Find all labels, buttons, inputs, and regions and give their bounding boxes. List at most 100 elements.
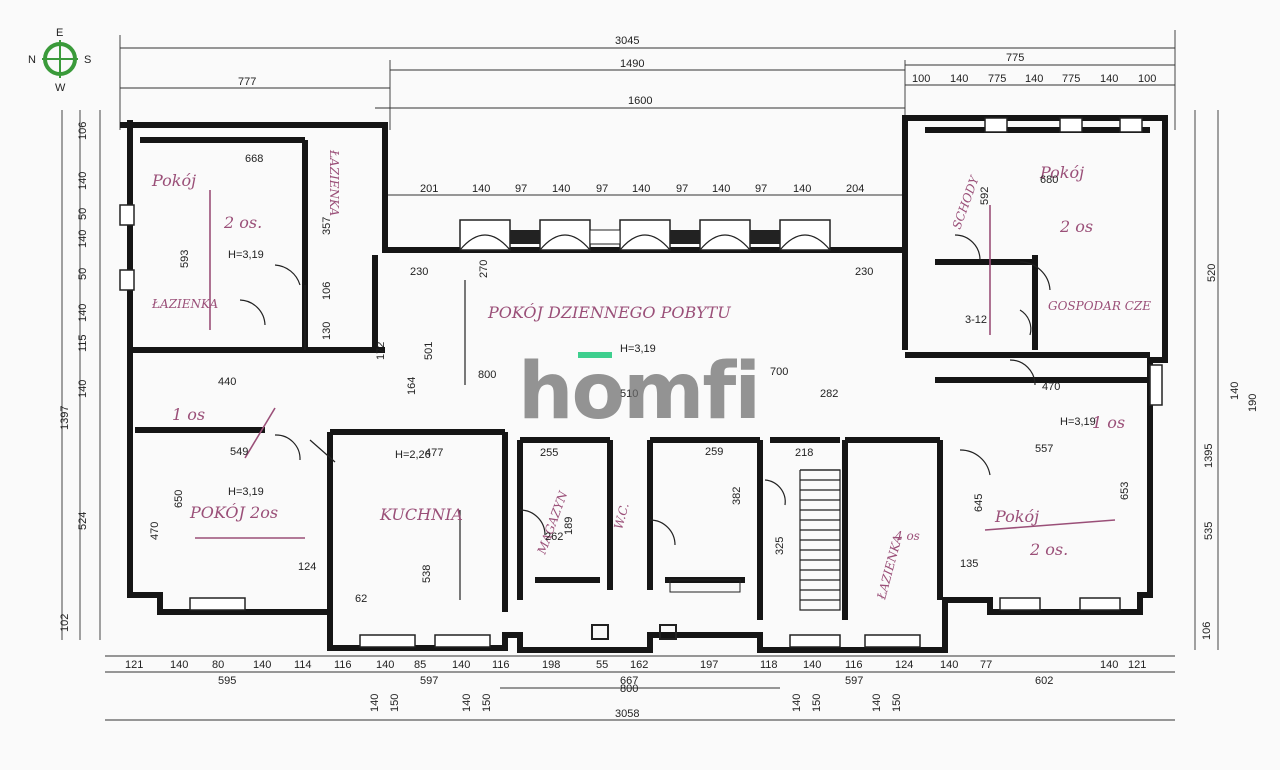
dim-bottom-row2: 597 [420, 675, 438, 687]
bottom-dimensions: 800 3058 [105, 655, 1175, 721]
dim-left-col: 140 [77, 230, 89, 248]
dim-total-top: 3045 [615, 35, 639, 47]
dim-interior: 230 [410, 266, 428, 278]
dim-window-row: 201 [420, 183, 438, 195]
dim-interior: 477 [425, 447, 443, 459]
label-pokoj-se: Pokój [994, 507, 1039, 526]
dim-left: 777 [238, 76, 256, 88]
dim-window-row: 140 [552, 183, 570, 195]
dim-bottom-row1: 140 [452, 659, 470, 671]
label-lazienka-nw: ŁAZIENKA [327, 149, 341, 217]
label-pokoj-e: 1 os [1092, 413, 1125, 432]
dim-interior: 262 [545, 531, 563, 543]
dim-interior: 440 [218, 376, 236, 388]
compass-w: W [55, 82, 66, 94]
dim-interior: 270 [478, 260, 490, 278]
dim-interior: 282 [820, 388, 838, 400]
dim-right-total: 775 [1006, 52, 1024, 64]
label-gospodarcze: GOSPODAR CZE [1048, 299, 1151, 313]
dim-window-row: 97 [676, 183, 688, 195]
dim-window-row: 97 [755, 183, 767, 195]
dim-right-col: 535 [1203, 522, 1215, 540]
dim-bottom-row1: 124 [895, 659, 913, 671]
homfi-logo: homfi [518, 347, 761, 437]
dim-interior: 653 [1119, 482, 1131, 500]
dim-sill: 150 [481, 694, 493, 712]
dim-interior: 470 [149, 522, 161, 540]
dim-left-col: 140 [77, 304, 89, 322]
dim-left-col: 102 [59, 614, 71, 632]
dim-interior: 470 [1042, 381, 1060, 393]
label-pokoj-ne-cap: 2 os [1059, 217, 1093, 236]
dim-bottom-row1: 198 [542, 659, 560, 671]
dim-sill: 140 [871, 694, 883, 712]
dim-bottom-row1: 197 [700, 659, 718, 671]
dim-interior: 382 [731, 487, 743, 505]
dim-interior: 557 [1035, 443, 1053, 455]
dim-right-row: 775 [1062, 73, 1080, 85]
logo-text: homfi [518, 347, 759, 437]
dim-bottom-row1: 140 [170, 659, 188, 671]
label-pokoj-se-cap: 2 os. [1029, 540, 1068, 559]
dim-right-row: 775 [988, 73, 1006, 85]
dim-bottom-row1: 116 [492, 659, 510, 671]
top-dimensions: 3045 775 1490 1600 777 [119, 30, 1176, 196]
dim-bottom-row1: 140 [376, 659, 394, 671]
dim-right-col: 520 [1206, 264, 1218, 282]
area-arrows [195, 190, 1116, 600]
dim-interior: 700 [770, 366, 788, 378]
dim-interior: 501 [423, 342, 435, 360]
compass-n: N [28, 54, 36, 66]
dim-left-col: 140 [77, 380, 89, 398]
compass-e: E [56, 27, 63, 39]
dim-sill: 150 [811, 694, 823, 712]
dim-interior: 549 [230, 446, 248, 458]
dim-bottom-row1: 114 [294, 659, 312, 671]
height-e: H=3,19 [1060, 416, 1096, 428]
dim-bottom-row1: 116 [845, 659, 863, 671]
inner-walls [135, 285, 1150, 620]
label-pokoj-ne: Pokój [1039, 163, 1084, 182]
dim-interior: 357 [321, 217, 333, 235]
dim-interior: 135 [960, 558, 978, 570]
dim-window-row: 140 [472, 183, 490, 195]
dim-left-col: 524 [77, 512, 89, 530]
dim-bottom-row1: 140 [253, 659, 271, 671]
dim-interior: 230 [855, 266, 873, 278]
compass-s: S [84, 54, 91, 66]
dim-bottom-total: 3058 [615, 708, 639, 720]
label-wc: W.C. [611, 501, 631, 530]
stair-outline [799, 469, 841, 611]
dim-interior: 510 [620, 388, 638, 400]
dim-left-col: 50 [77, 268, 89, 280]
label-kuchnia: KUCHNIA [379, 505, 463, 524]
dim-left-col: 1397 [59, 406, 71, 430]
dim-bottom-row1: 162 [630, 659, 648, 671]
height-mid: H=3,19 [620, 343, 656, 355]
dim-window-row: 97 [596, 183, 608, 195]
label-pokoj-nw: Pokój [151, 171, 196, 190]
dim-sill: 140 [791, 694, 803, 712]
dim-interior: 650 [173, 490, 185, 508]
dim-interior: 259 [705, 446, 723, 458]
left-dimensions [61, 110, 101, 640]
doors [239, 234, 1051, 546]
dim-right-col: 1395 [1203, 444, 1215, 468]
dim-interior: 164 [406, 377, 418, 395]
dim-interior: 172 [375, 342, 387, 360]
dim-bottom-row1: 77 [980, 659, 992, 671]
dim-interior: 255 [540, 447, 558, 459]
dim-right-col: 190 [1247, 394, 1259, 412]
dim-interior: 106 [321, 282, 333, 300]
dim-interior: 62 [355, 593, 367, 605]
dim-bottom-row1: 118 [760, 659, 778, 671]
dim-bottom-row2: 595 [218, 675, 236, 687]
